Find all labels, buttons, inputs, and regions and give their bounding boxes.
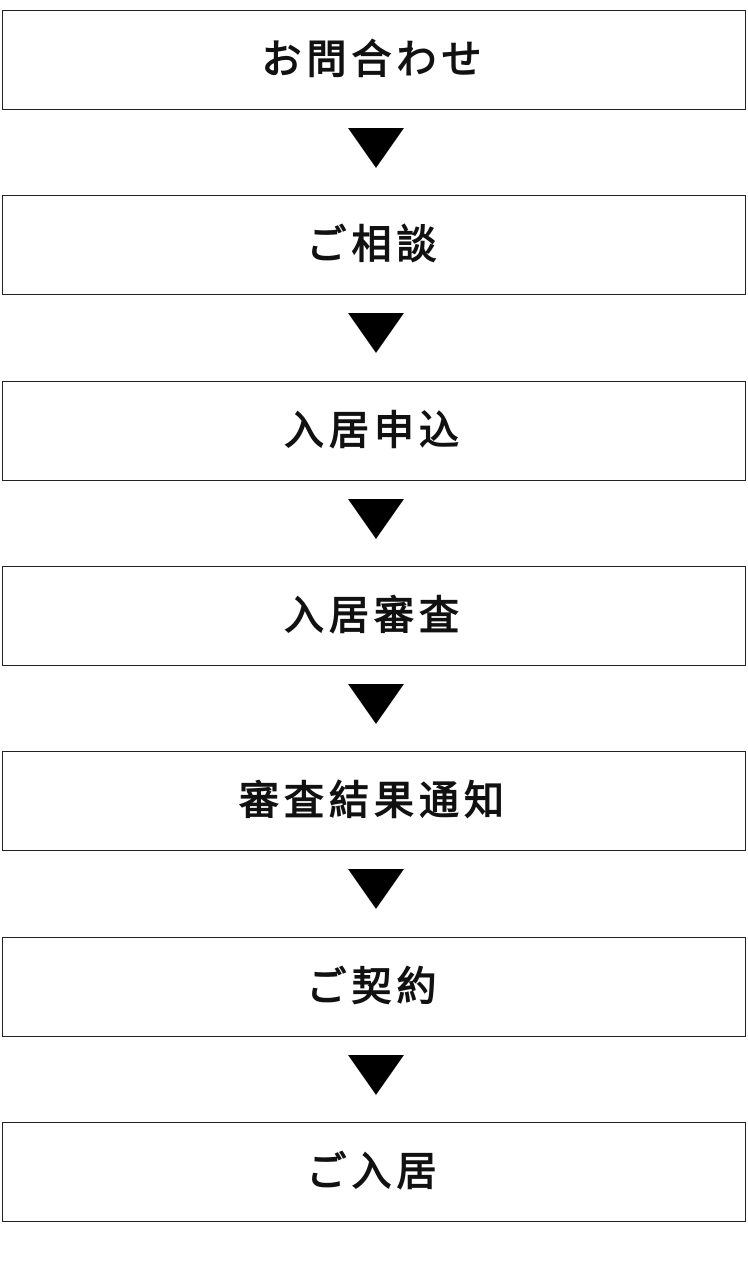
step-screening: 入居審査 bbox=[2, 566, 746, 666]
step-label: 審査結果通知 bbox=[239, 778, 509, 824]
step-label: お問合わせ bbox=[261, 37, 487, 83]
step-application: 入居申込 bbox=[2, 381, 746, 481]
step-label: ご契約 bbox=[306, 964, 442, 1010]
step-move-in: ご入居 bbox=[2, 1122, 746, 1222]
step-label: ご相談 bbox=[306, 222, 442, 268]
down-triangle-icon bbox=[348, 313, 404, 353]
step-result-notice: 審査結果通知 bbox=[2, 751, 746, 851]
step-contract: ご契約 bbox=[2, 937, 746, 1037]
down-triangle-icon bbox=[348, 128, 404, 168]
step-label: 入居審査 bbox=[284, 593, 464, 639]
down-triangle-icon bbox=[348, 684, 404, 724]
step-consultation: ご相談 bbox=[2, 195, 746, 295]
down-triangle-icon bbox=[348, 499, 404, 539]
step-inquiry: お問合わせ bbox=[2, 10, 746, 110]
down-triangle-icon bbox=[348, 869, 404, 909]
step-label: 入居申込 bbox=[284, 408, 464, 454]
step-label: ご入居 bbox=[306, 1149, 442, 1195]
down-triangle-icon bbox=[348, 1055, 404, 1095]
